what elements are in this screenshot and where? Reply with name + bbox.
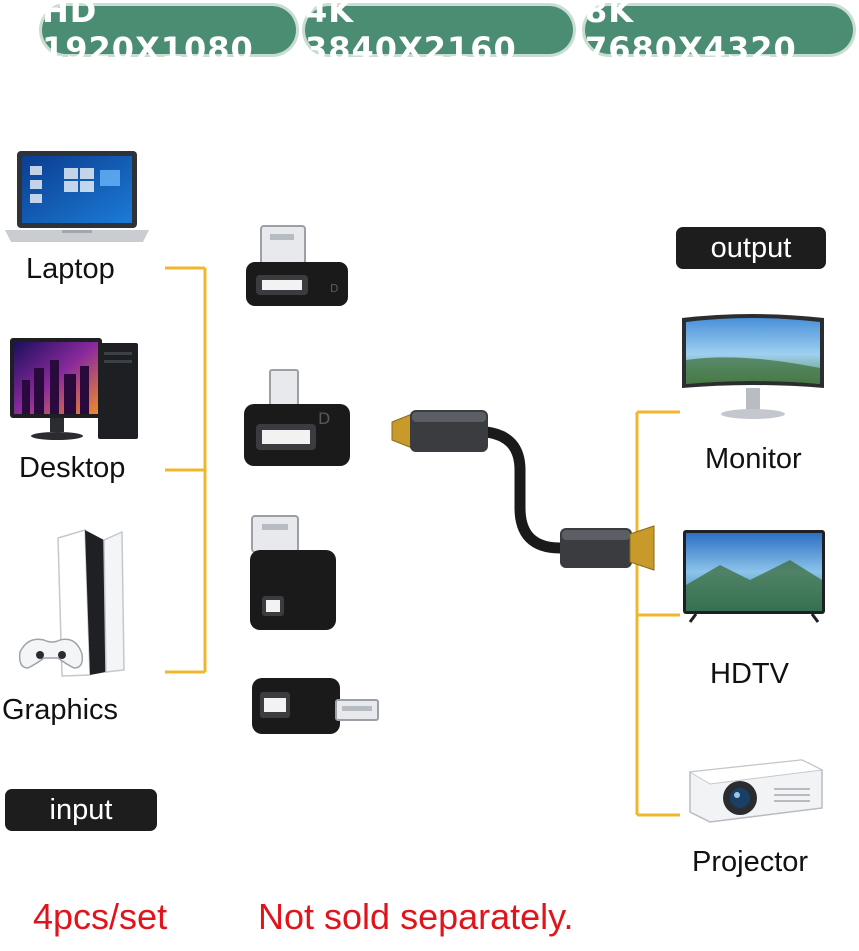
adapter-right-angle-2: D bbox=[244, 369, 350, 466]
monitor-icon bbox=[682, 314, 824, 419]
game-console-icon bbox=[18, 529, 125, 677]
not-sold-separately-notice: Not sold separately. bbox=[258, 896, 574, 937]
desktop-icon bbox=[10, 338, 138, 440]
svg-text:D: D bbox=[318, 409, 330, 428]
device-label-projector: Projector bbox=[692, 846, 809, 878]
input-tag: input bbox=[5, 789, 157, 831]
resolution-badge-4k: 4K 3840X2160 bbox=[305, 0, 573, 68]
device-label-laptop: Laptop bbox=[26, 253, 115, 285]
adapter-right-angle-3 bbox=[250, 515, 336, 630]
projector-icon bbox=[688, 759, 824, 823]
device-label-hdtv: HDTV bbox=[710, 658, 789, 690]
device-label-graphics: Graphics bbox=[2, 694, 119, 726]
output-tag: output bbox=[676, 227, 826, 269]
svg-text:D: D bbox=[330, 282, 338, 295]
device-label-desktop: Desktop bbox=[19, 452, 126, 484]
device-label-monitor: Monitor bbox=[705, 443, 802, 475]
output-bracket bbox=[635, 410, 680, 817]
adapter-right-angle-4 bbox=[252, 678, 379, 734]
hdmi-cable bbox=[391, 410, 655, 571]
input-bracket bbox=[165, 266, 207, 674]
adapter-right-angle-1: D bbox=[246, 225, 348, 306]
laptop-icon bbox=[5, 151, 149, 242]
hdtv-icon bbox=[683, 530, 825, 623]
quantity-notice: 4pcs/set bbox=[33, 896, 168, 937]
